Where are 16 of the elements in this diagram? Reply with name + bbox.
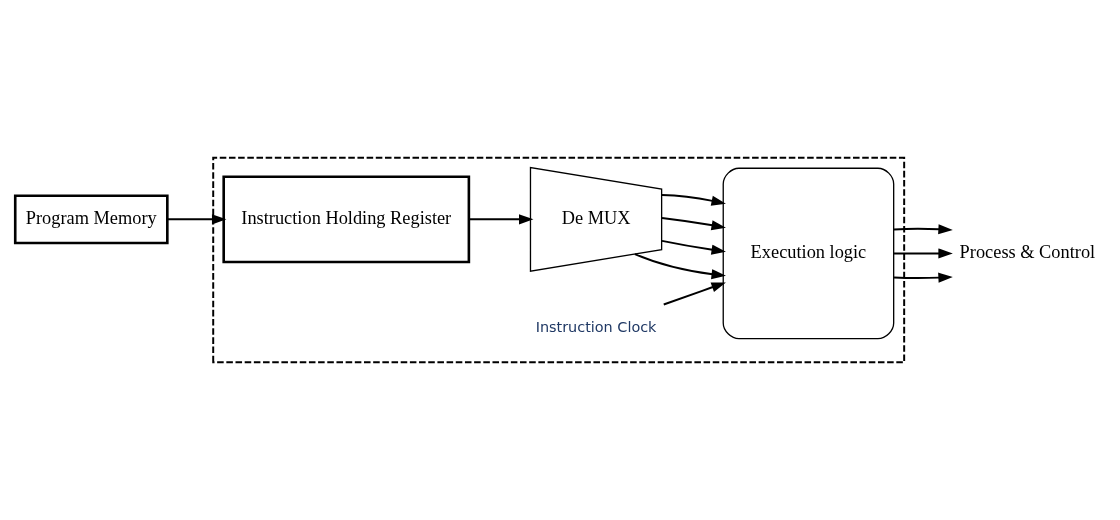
arrow (633, 253, 726, 280)
node-box: Execution logic (722, 167, 895, 340)
arrow (166, 214, 227, 225)
arrow (893, 248, 953, 259)
arrow (662, 282, 726, 306)
node-box: Program Memory (13, 194, 169, 245)
node-box: De MUX (529, 166, 663, 272)
arrow (893, 272, 953, 283)
arrow (661, 194, 726, 206)
node-box: Instruction Holding Register (222, 175, 471, 264)
arrow (661, 239, 726, 255)
node-text: Process & Control (959, 242, 1096, 263)
arrow (468, 214, 534, 225)
arrow (893, 224, 953, 235)
node-text: Instruction Clock (535, 318, 657, 335)
arrow (661, 216, 726, 231)
